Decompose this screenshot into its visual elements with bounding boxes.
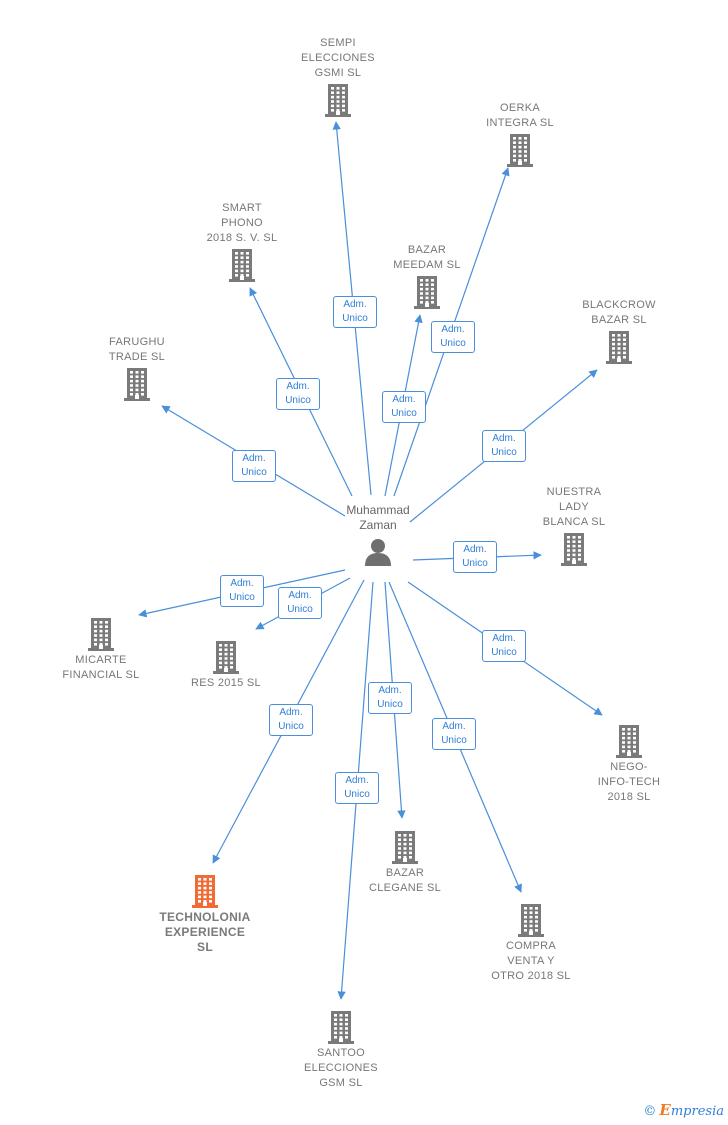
relation-text: Adm. [442, 721, 466, 732]
relation-text: Adm. [392, 394, 416, 405]
company-node-micarte[interactable]: MICARTE FINANCIAL SL [21, 615, 181, 683]
company-node-meedam[interactable]: BAZAR MEEDAM SL [347, 243, 507, 311]
company-name: FARUGHU TRADE SL [108, 336, 166, 363]
relation-label-nego[interactable]: Adm. Unico [482, 630, 526, 662]
company-name: SMART PHONO 2018 S. V. SL [206, 202, 278, 244]
company-name: SEMPI ELECCIONES GSMI SL [301, 37, 375, 79]
relation-label-nuestra[interactable]: Adm. Unico [453, 541, 497, 573]
company-node-clegane[interactable]: BAZAR CLEGANE SL [325, 828, 485, 896]
company-node-blackcrow[interactable]: BLACKCROW BAZAR SL [539, 298, 699, 366]
company-name: COMPRA VENTA Y OTRO 2018 SL [491, 940, 571, 982]
building-icon [616, 725, 642, 758]
building-icon [328, 1011, 354, 1044]
company-name: TECHNOLONIA EXPERIENCE SL [159, 910, 251, 954]
relation-label-farughu[interactable]: Adm. Unico [232, 450, 276, 482]
person-node[interactable]: Muhammad Zaman [318, 503, 438, 567]
relation-label-blackcrow[interactable]: Adm. Unico [482, 430, 526, 462]
relation-text: Unico [344, 789, 370, 800]
company-name: OERKA INTEGRA SL [486, 102, 554, 129]
relation-text: Unico [491, 647, 517, 658]
company-name: NEGO- INFO-TECH 2018 SL [597, 761, 661, 803]
brand-initial: E [659, 1101, 671, 1119]
building-icon [392, 831, 418, 864]
building-icon [192, 875, 218, 908]
relation-label-oerka[interactable]: Adm. Unico [431, 321, 475, 353]
building-icon [561, 533, 587, 566]
brand-name: mpresia [670, 1104, 724, 1119]
relation-text: Unico [285, 395, 311, 406]
relation-text: Unico [287, 604, 313, 615]
copyright-symbol: © [643, 1104, 657, 1119]
relation-text: Adm. [242, 453, 266, 464]
relation-text: Adm. [492, 633, 516, 644]
company-node-sempi[interactable]: SEMPI ELECCIONES GSMI SL [258, 36, 418, 119]
building-icon [124, 368, 150, 401]
company-node-santoo[interactable]: SANTOO ELECCIONES GSM SL [261, 1008, 421, 1091]
relation-text: Adm. [492, 433, 516, 444]
relation-label-santoo[interactable]: Adm. Unico [335, 772, 379, 804]
company-node-nego[interactable]: NEGO- INFO-TECH 2018 SL [549, 722, 709, 805]
company-name: MICARTE FINANCIAL SL [62, 654, 140, 681]
company-name: NUESTRA LADY BLANCA SL [542, 486, 606, 528]
building-icon [606, 331, 632, 364]
company-node-farughu[interactable]: FARUGHU TRADE SL [57, 335, 217, 403]
relation-text: Unico [441, 735, 467, 746]
company-node-technolonia[interactable]: TECHNOLONIA EXPERIENCE SL [125, 872, 285, 955]
relation-text: Unico [440, 338, 466, 349]
building-icon [325, 84, 351, 117]
relation-text: Adm. [343, 299, 367, 310]
relation-text: Unico [278, 721, 304, 732]
relation-text: Adm. [288, 590, 312, 601]
company-node-compra[interactable]: COMPRA VENTA Y OTRO 2018 SL [451, 901, 611, 984]
relation-label-sempi[interactable]: Adm. Unico [333, 296, 377, 328]
relation-text: Unico [462, 558, 488, 569]
company-node-smart[interactable]: SMART PHONO 2018 S. V. SL [162, 201, 322, 284]
company-node-res[interactable]: RES 2015 SL [146, 638, 306, 691]
company-name: BLACKCROW BAZAR SL [582, 299, 656, 326]
person-name: Muhammad Zaman [346, 503, 410, 532]
company-name: SANTOO ELECCIONES GSM SL [304, 1047, 378, 1089]
relation-text: Unico [377, 699, 403, 710]
relation-text: Adm. [230, 578, 254, 589]
relation-text: Unico [229, 592, 255, 603]
relation-text: Adm. [279, 707, 303, 718]
relation-text: Unico [491, 447, 517, 458]
relation-label-compra[interactable]: Adm. Unico [432, 718, 476, 750]
company-name: BAZAR CLEGANE SL [368, 867, 442, 894]
relation-label-meedam[interactable]: Adm. Unico [382, 391, 426, 423]
relation-label-clegane[interactable]: Adm. Unico [368, 682, 412, 714]
relation-text: Adm. [345, 775, 369, 786]
relation-text: Adm. [286, 381, 310, 392]
relation-text: Unico [391, 408, 417, 419]
company-node-nuestra[interactable]: NUESTRA LADY BLANCA SL [494, 485, 654, 568]
company-name: BAZAR MEEDAM SL [393, 244, 461, 271]
company-name: RES 2015 SL [191, 677, 261, 689]
relation-text: Unico [241, 467, 267, 478]
relation-label-micarte[interactable]: Adm. Unico [220, 575, 264, 607]
building-icon [518, 904, 544, 937]
relation-text: Adm. [463, 544, 487, 555]
company-node-oerka[interactable]: OERKA INTEGRA SL [440, 101, 600, 169]
relation-label-res[interactable]: Adm. Unico [278, 587, 322, 619]
relation-text: Adm. [441, 324, 465, 335]
building-icon [414, 276, 440, 309]
relation-label-smart[interactable]: Adm. Unico [276, 378, 320, 410]
brand-logo: ©Empresia [643, 1101, 724, 1119]
building-icon [229, 249, 255, 282]
person-icon [365, 539, 391, 566]
relation-text: Adm. [378, 685, 402, 696]
relation-label-technolonia[interactable]: Adm. Unico [269, 704, 313, 736]
building-icon [507, 134, 533, 167]
building-icon [88, 618, 114, 651]
building-icon [213, 641, 239, 674]
relation-text: Unico [342, 313, 368, 324]
